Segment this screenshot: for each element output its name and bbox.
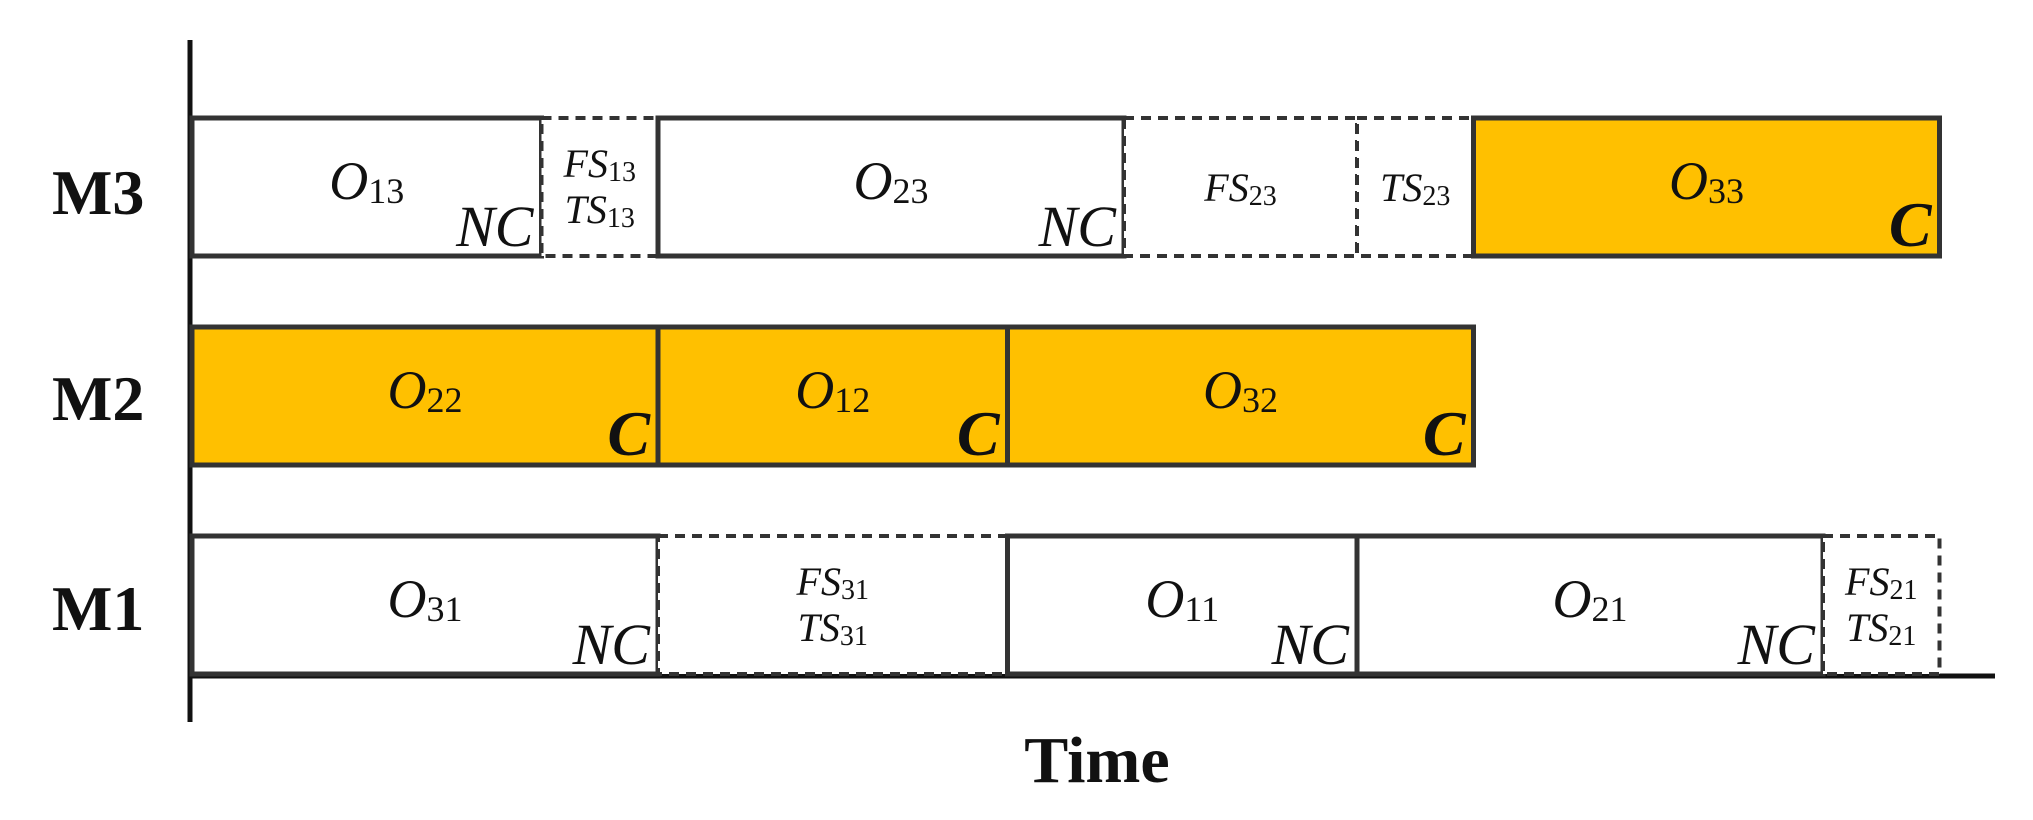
operation-label: O21 (1553, 569, 1628, 629)
setup-label: FS13 (563, 141, 636, 188)
setup-rect (1355, 116, 1476, 258)
operation-label: O31 (388, 569, 463, 629)
machine-label-m1: M1 (52, 573, 144, 644)
x-axis-label: Time (1024, 724, 1169, 797)
setup-block: TS23 (1355, 116, 1476, 258)
setup-rect (1821, 534, 1942, 676)
setup-label: TS23 (1380, 165, 1450, 212)
setup-rect (656, 534, 1010, 676)
operation-rect (655, 115, 1127, 259)
machine-label-m3: M3 (52, 157, 144, 228)
operation-rect (1005, 324, 1476, 468)
non-critical-flag: NC (1038, 194, 1118, 259)
setup-label: FS31 (796, 559, 869, 606)
non-critical-flag: NC (572, 612, 652, 677)
critical-flag: C (1889, 189, 1933, 260)
setup-label: FS21 (1844, 559, 1917, 606)
setup-rect (1122, 116, 1359, 258)
non-critical-flag: NC (1271, 612, 1351, 677)
critical-flag: C (957, 398, 1001, 469)
setup-label: TS31 (798, 605, 868, 652)
operation-label: O22 (388, 360, 463, 420)
operation-label: O33 (1669, 151, 1744, 211)
critical-flag: C (607, 398, 651, 469)
operation-rect (189, 533, 661, 677)
operation-label: O23 (854, 151, 929, 211)
non-critical-flag: NC (455, 194, 535, 259)
critical-flag: C (1423, 398, 1467, 469)
operation-rect (1005, 533, 1360, 677)
setup-block: FS23 (1122, 116, 1359, 258)
setup-rect (539, 116, 660, 258)
operation-label: O11 (1145, 569, 1219, 629)
operation-rect (655, 324, 1010, 468)
setup-label: TS13 (565, 187, 635, 234)
operation-label: O32 (1203, 360, 1278, 420)
machine-label-m2: M2 (52, 363, 144, 434)
setup-label: TS21 (1846, 605, 1916, 652)
operation-label: O12 (795, 360, 870, 420)
operation-label: O13 (329, 151, 404, 211)
non-critical-flag: NC (1737, 612, 1817, 677)
setup-label: FS23 (1203, 165, 1276, 212)
operation-rect (1471, 115, 1942, 259)
